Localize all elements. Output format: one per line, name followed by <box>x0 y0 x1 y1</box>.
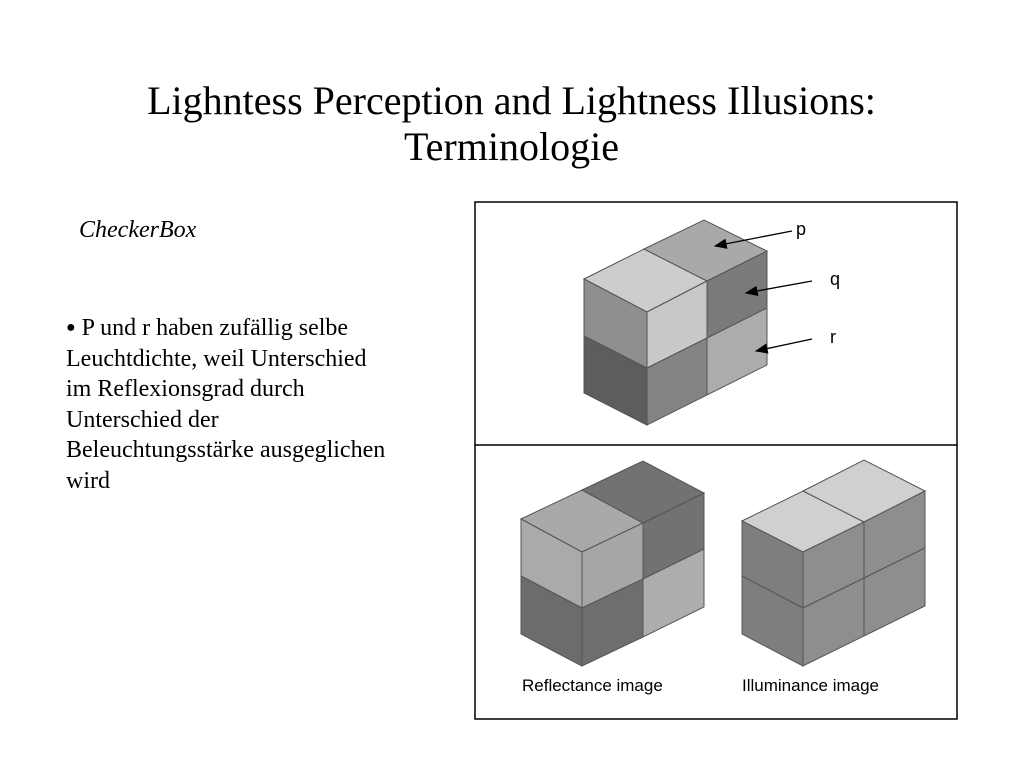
checker-box-figure: p q r Reflectance image Illuminance ima <box>474 201 958 720</box>
caption-reflectance: Reflectance image <box>522 676 663 695</box>
arrow-q <box>744 280 813 297</box>
slide-title: Lighntess Perception and Lightness Illus… <box>0 78 1023 170</box>
illuminance-side-lower <box>863 547 926 637</box>
bullet-point: ● P und r haben zufällig selbe Leuchtdic… <box>66 313 396 496</box>
slide-subtitle: CheckerBox <box>79 217 197 243</box>
bullet-dot-icon: ● <box>66 319 76 336</box>
caption-illuminance: Illuminance image <box>742 676 879 695</box>
arrow-p <box>713 230 793 249</box>
slide-title-line-1: Lighntess Perception and Lightness Illus… <box>147 78 876 123</box>
cell-r <box>706 307 768 396</box>
arrow-r <box>754 338 813 354</box>
reflectance-side-lower <box>642 548 705 638</box>
illuminance-box <box>740 459 927 667</box>
slide-title-line-2: Terminologie <box>404 124 619 169</box>
label-r: r <box>830 327 836 347</box>
bullet-text: P und r haben zufällig selbe Leuchtdicht… <box>66 315 386 494</box>
checker-box-top <box>582 219 769 426</box>
label-p: p <box>796 219 806 239</box>
label-q: q <box>830 269 840 289</box>
reflectance-box <box>519 460 706 667</box>
checker-box-diagram: p q r Reflectance image Illuminance ima <box>474 201 958 720</box>
